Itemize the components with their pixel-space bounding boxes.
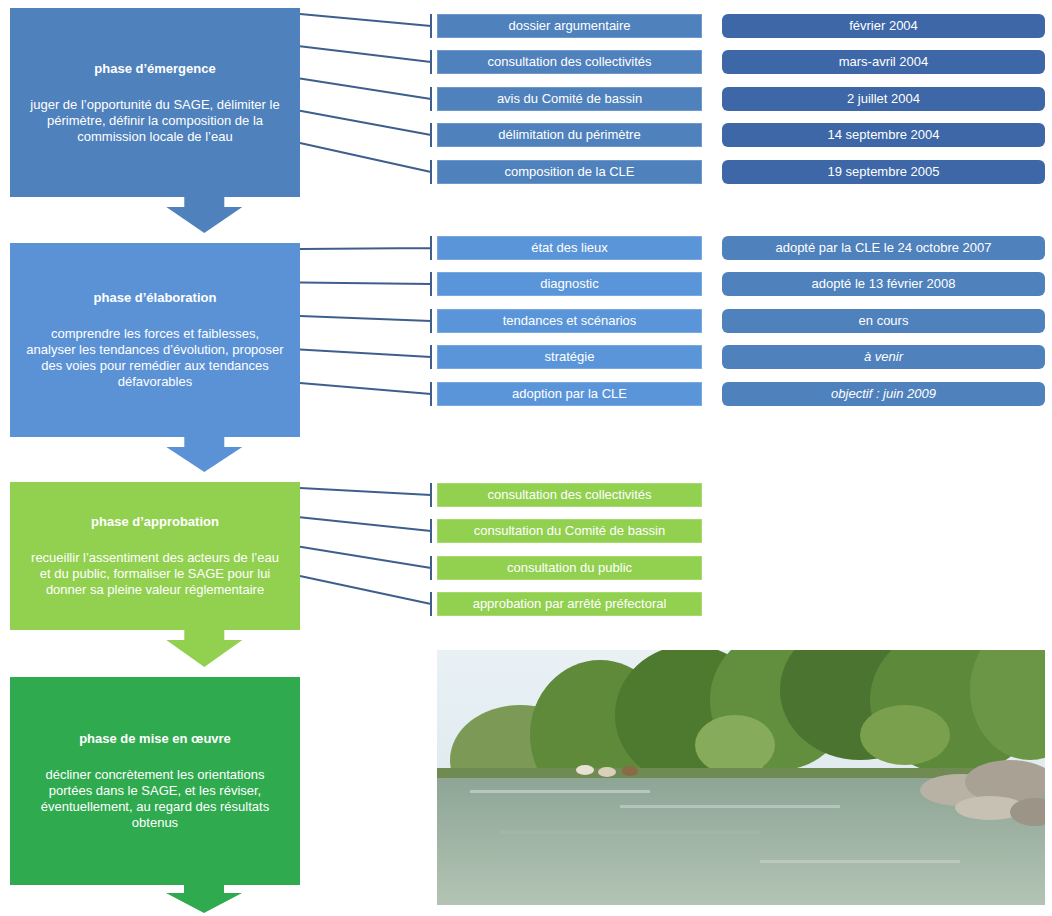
- date-box: 2 juillet 2004: [722, 87, 1045, 111]
- date-label: adopté le 13 février 2008: [812, 276, 956, 292]
- date-box: adopté le 13 février 2008: [722, 272, 1045, 296]
- phase-box: phase de mise en œuvre décliner concrètem…: [10, 677, 300, 885]
- leader-connector: [300, 236, 431, 260]
- leader-connector: [300, 14, 431, 38]
- date-label: en cours: [859, 313, 909, 329]
- step-box: approbation par arrêté préfectoral: [437, 592, 702, 616]
- leader-connector: [300, 46, 431, 74]
- phase-description: recueillir l’assentiment des acteurs de …: [26, 550, 284, 598]
- date-label: 19 septembre 2005: [827, 164, 939, 180]
- step-label: consultation des collectivités: [487, 487, 651, 503]
- date-box: adopté par la CLE le 24 octobre 2007: [722, 236, 1045, 260]
- block-arrow: [166, 197, 242, 233]
- phase-description: comprendre les forces et faiblesses, ana…: [26, 326, 284, 390]
- step-label: approbation par arrêté préfectoral: [473, 596, 667, 612]
- date-box: février 2004: [722, 14, 1045, 38]
- step-box: adoption par la CLE: [437, 382, 702, 406]
- step-box: consultation des collectivités: [437, 483, 702, 507]
- date-box: en cours: [722, 309, 1045, 333]
- step-box: avis du Comité de bassin: [437, 87, 702, 111]
- step-box: composition de la CLE: [437, 160, 702, 184]
- leader-connector: [300, 143, 431, 184]
- date-label: mars-avril 2004: [839, 54, 929, 70]
- leader-connector: [300, 272, 431, 296]
- leader-connector: [300, 345, 431, 369]
- step-label: stratégie: [545, 349, 595, 365]
- phase-description: juger de l’opportunité du SAGE, délimite…: [26, 97, 284, 145]
- date-box: 19 septembre 2005: [722, 160, 1045, 184]
- step-box: consultation du Comité de bassin: [437, 519, 702, 543]
- phase-title: phase d’approbation: [91, 514, 219, 530]
- leader-connector: [300, 79, 431, 112]
- phase-box: phase d’approbation recueillir l’assentim…: [10, 482, 300, 630]
- step-label: consultation des collectivités: [487, 54, 651, 70]
- leader-connector: [300, 547, 431, 580]
- block-arrow: [166, 885, 242, 913]
- step-label: dossier argumentaire: [508, 18, 630, 34]
- leader-connector: [300, 111, 431, 147]
- step-box: consultation des collectivités: [437, 50, 702, 74]
- step-box: état des lieux: [437, 236, 702, 260]
- leader-connector: [300, 517, 431, 543]
- phase-title: phase d’élaboration: [94, 290, 217, 306]
- step-box: diagnostic: [437, 272, 702, 296]
- step-label: avis du Comité de bassin: [497, 91, 642, 107]
- leader-connector: [300, 382, 431, 406]
- phase-box: phase d’émergence juger de l’opportunité …: [10, 8, 300, 197]
- phase-title: phase de mise en œuvre: [79, 731, 231, 747]
- step-label: diagnostic: [540, 276, 599, 292]
- leader-connector: [300, 309, 431, 333]
- step-box: tendances et scénarios: [437, 309, 702, 333]
- date-label: 14 septembre 2004: [827, 127, 939, 143]
- block-arrow: [166, 437, 242, 472]
- step-box: délimitation du périmètre: [437, 123, 702, 147]
- date-box: objectif : juin 2009: [722, 382, 1045, 406]
- phase-box: phase d’élaboration comprendre les forces…: [10, 243, 300, 437]
- phase-title: phase d’émergence: [94, 61, 215, 77]
- step-box: consultation du public: [437, 556, 702, 580]
- date-box: à venir: [722, 345, 1045, 369]
- step-label: composition de la CLE: [504, 164, 634, 180]
- leader-connector: [300, 483, 431, 507]
- block-arrow: [166, 630, 242, 667]
- step-label: état des lieux: [531, 240, 608, 256]
- step-label: adoption par la CLE: [512, 386, 627, 402]
- leader-connector: [300, 576, 431, 616]
- date-box: mars-avril 2004: [722, 50, 1045, 74]
- step-box: dossier argumentaire: [437, 14, 702, 38]
- date-label: février 2004: [849, 18, 918, 34]
- step-label: tendances et scénarios: [503, 313, 637, 329]
- step-label: consultation du public: [507, 560, 632, 576]
- step-label: délimitation du périmètre: [498, 127, 640, 143]
- date-label: à venir: [864, 349, 903, 365]
- date-label: adopté par la CLE le 24 octobre 2007: [775, 240, 991, 256]
- date-box: 14 septembre 2004: [722, 123, 1045, 147]
- date-label: 2 juillet 2004: [847, 91, 920, 107]
- step-label: consultation du Comité de bassin: [474, 523, 666, 539]
- phase-description: décliner concrètement les orientations p…: [26, 767, 284, 831]
- date-label: objectif : juin 2009: [831, 386, 936, 402]
- step-box: stratégie: [437, 345, 702, 369]
